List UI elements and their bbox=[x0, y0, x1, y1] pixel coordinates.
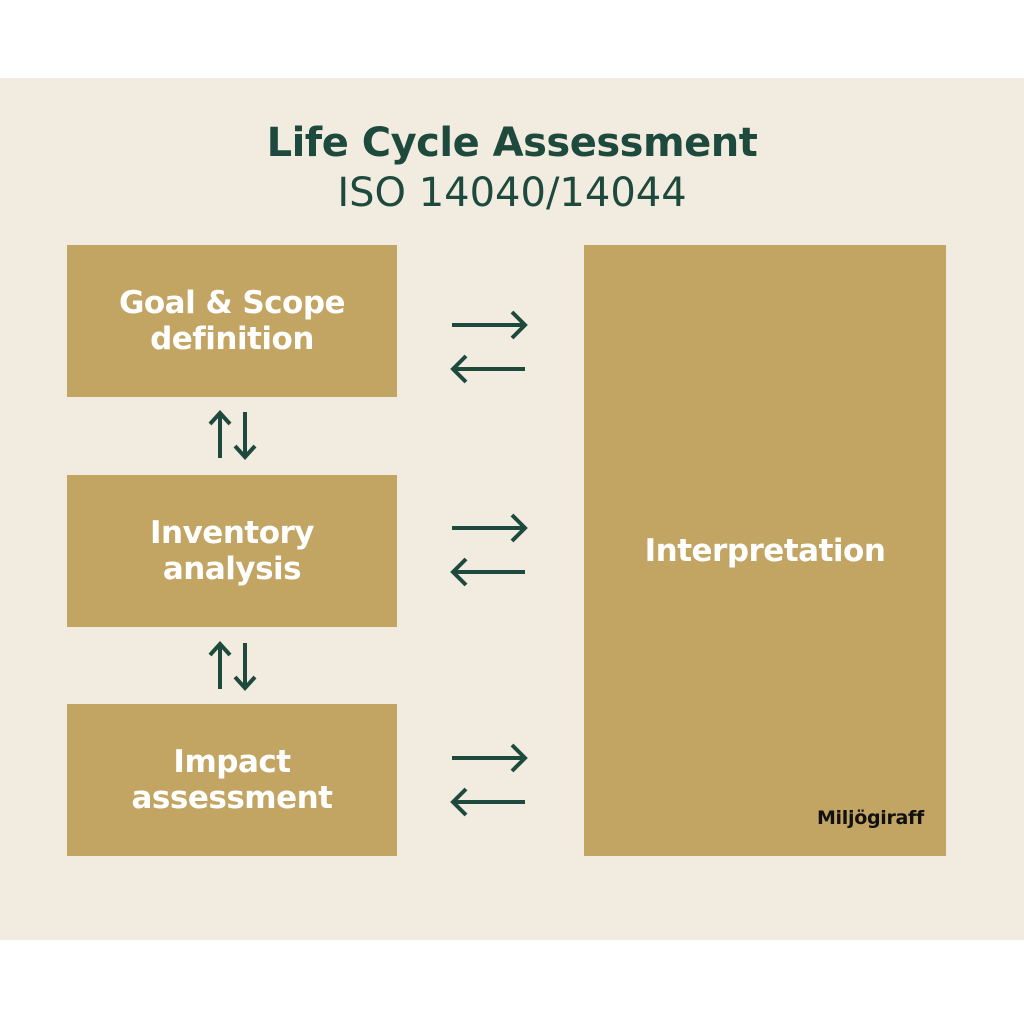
diagram-title: Life Cycle Assessment bbox=[266, 120, 758, 166]
miljogiraff-logo: Miljögiraff bbox=[816, 807, 924, 829]
interpretation-label: Interpretation bbox=[644, 532, 886, 569]
impact-label-line1: Impact bbox=[173, 744, 291, 780]
inventory-label-line2: analysis bbox=[162, 551, 302, 587]
goal-scope-label-line1: Goal & Scope bbox=[118, 285, 346, 321]
interpretation-box: Interpretation Miljögiraff bbox=[584, 245, 946, 856]
goal-scope-label-line2: definition bbox=[150, 321, 314, 357]
diagram-subtitle: ISO 14040/14044 bbox=[337, 170, 687, 216]
bidirectional-arrow-icon bbox=[450, 310, 528, 384]
up-down-arrow-icon bbox=[208, 641, 257, 691]
bidirectional-arrow-icon bbox=[450, 513, 528, 587]
impact-label-line2: assessment bbox=[131, 780, 333, 816]
inventory-label-line1: Inventory bbox=[149, 515, 315, 551]
up-down-arrow-icon bbox=[208, 410, 257, 460]
bidirectional-arrow-icon bbox=[450, 743, 528, 817]
